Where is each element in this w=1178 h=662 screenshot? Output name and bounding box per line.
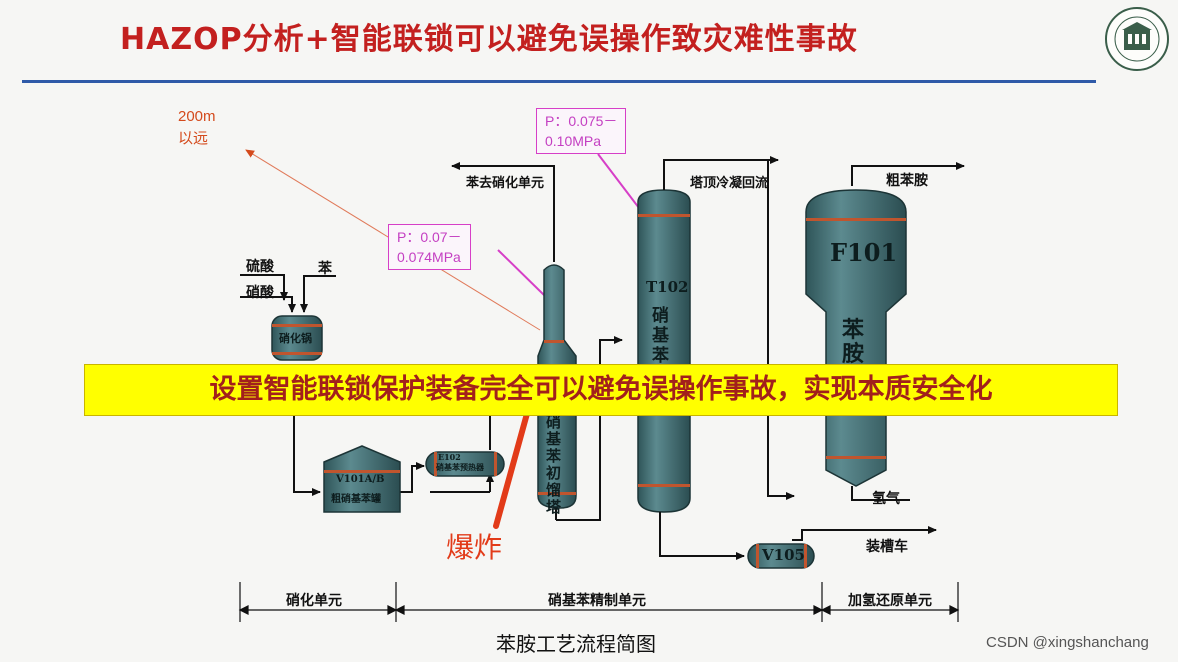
label-f101-name: 苯胺 [842, 317, 865, 367]
distance-note-line2: 以远 [178, 130, 209, 147]
unit-hydrogenation: 加氢还原单元 [848, 593, 932, 609]
slide-title: HAZOP分析+智能联锁可以避免误操作致灾难性事故 [120, 22, 858, 57]
pressure-box-right: P：0.075－ 0.10MPa [536, 108, 627, 154]
stream-to-nitration: 苯去硝化单元 [466, 176, 545, 191]
tank-v101 [323, 445, 401, 513]
explosion-pointer [493, 407, 531, 529]
unit-refining: 硝基苯精制单元 [548, 593, 646, 609]
label-primary-column: 硝基苯初馏塔 [546, 413, 562, 516]
explosion-label: 爆炸 [446, 531, 503, 564]
preheater-e102 [425, 451, 505, 477]
nitrator [271, 315, 323, 361]
stream-hydrogen: 氢气 [872, 491, 900, 507]
label-v101-tag: V101A/B [336, 474, 385, 485]
diagram-caption: 苯胺工艺流程简图 [496, 632, 656, 656]
stream-nitric-acid: 硝酸 [246, 285, 274, 301]
title-divider [22, 80, 1096, 83]
label-e102-name: 硝基苯预热器 [436, 462, 484, 472]
pressure-left-leader [497, 249, 546, 297]
label-f101-tag: F101 [830, 238, 898, 267]
feed-lines [240, 274, 336, 313]
watermark: CSDN @xingshanchang [986, 634, 1149, 651]
pressure-left-line2: 0.074MPa [397, 249, 461, 265]
pressure-right-line2: 0.10MPa [545, 133, 602, 149]
pressure-box-left: P：0.07－ 0.074MPa [388, 224, 471, 270]
stream-tank-truck: 装槽车 [866, 539, 908, 555]
distance-note-line1: 200m [178, 108, 216, 125]
label-nitrator: 硝化锅 [279, 332, 312, 345]
label-v101-name: 粗硝基苯罐 [331, 494, 381, 505]
label-t102-tag: T102 [646, 278, 689, 296]
unit-nitration: 硝化单元 [286, 593, 342, 609]
stream-overhead-reflux: 塔顶冷凝回流 [690, 176, 769, 191]
pressure-right-line1: P：0.075－ [545, 113, 618, 129]
stream-sulfuric-acid: 硫酸 [246, 259, 274, 275]
stream-benzene: 苯 [318, 261, 332, 277]
unit-dimension-lines [238, 582, 960, 622]
pressure-left-line1: P：0.07－ [397, 229, 462, 245]
safety-banner: 设置智能联锁保护装备完全可以避免误操作事故，实现本质安全化 [84, 364, 1118, 416]
stream-crude-aniline: 粗苯胺 [886, 173, 928, 189]
column-t102 [637, 189, 691, 513]
pressure-right-leader [597, 153, 643, 213]
label-v105: V105 [762, 546, 805, 564]
label-t102-name: 硝基苯 [652, 306, 669, 366]
tank-v105 [747, 543, 815, 569]
label-e102-tag: E102 [438, 452, 461, 462]
university-logo [1105, 7, 1169, 71]
